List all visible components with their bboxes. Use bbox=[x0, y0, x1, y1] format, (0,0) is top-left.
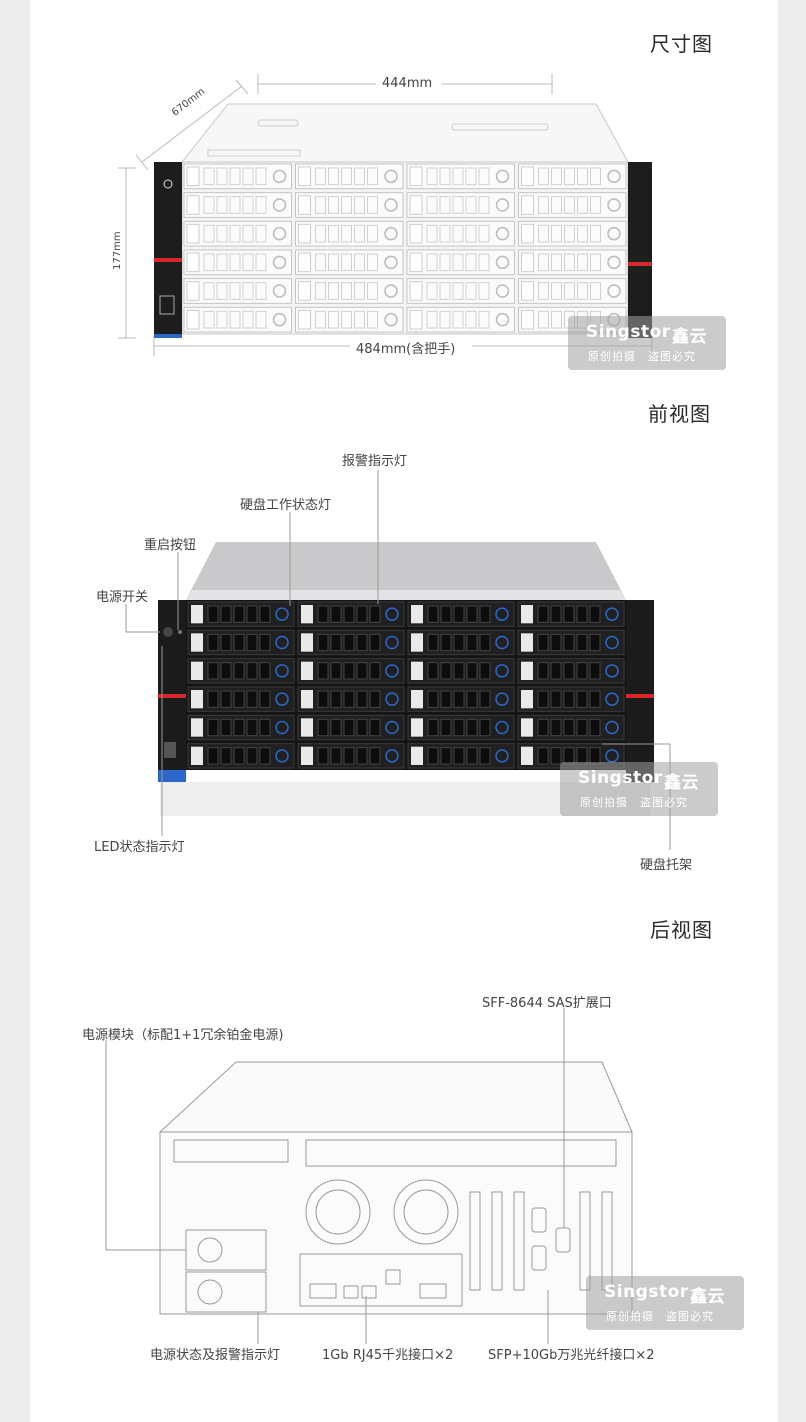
drive-bay bbox=[518, 249, 627, 276]
drive-bay bbox=[406, 306, 515, 333]
watermark-brand-cn: 鑫云 bbox=[690, 1287, 725, 1307]
label-hdd-status-led: 硬盘工作状态灯 bbox=[240, 498, 332, 513]
drive-bay bbox=[183, 249, 292, 276]
drive-bay bbox=[406, 278, 515, 304]
drive-bay bbox=[187, 686, 295, 712]
section-title-rear: 后视图 bbox=[650, 918, 713, 942]
drive-bay bbox=[295, 306, 404, 333]
drive-bay bbox=[295, 163, 404, 190]
watermark-subtitle: 原创拍摄 盗图必究 bbox=[588, 350, 696, 363]
watermark-brand-cn: 鑫云 bbox=[672, 327, 707, 347]
drive-bay bbox=[297, 629, 405, 656]
drive-bay bbox=[295, 192, 404, 218]
drive-bay bbox=[297, 686, 405, 712]
label-led-status: LED状态指示灯 bbox=[94, 840, 185, 855]
drive-bay bbox=[517, 658, 625, 684]
front-view-drawing bbox=[125, 470, 671, 850]
drive-bay bbox=[518, 163, 627, 190]
drive-bay bbox=[183, 192, 292, 218]
dim-width-with-handles: 484mm(含把手) bbox=[356, 342, 456, 357]
drive-bay bbox=[297, 601, 405, 627]
watermark-subtitle: 原创拍摄 盗图必究 bbox=[606, 1310, 714, 1323]
label-psu-module: 电源模块（标配1+1冗余铂金电源) bbox=[82, 1028, 284, 1043]
drive-bay bbox=[517, 686, 625, 712]
watermark-3: Singstor 鑫云 原创拍摄 盗图必究 bbox=[586, 1276, 744, 1330]
drive-bay bbox=[407, 743, 515, 769]
drive-bay bbox=[517, 629, 625, 656]
label-rj45: 1Gb RJ45千兆接口×2 bbox=[322, 1348, 454, 1363]
drive-bay bbox=[406, 163, 515, 190]
drive-bay bbox=[406, 220, 515, 247]
label-sfp: SFP+10Gb万兆光纤接口×2 bbox=[488, 1348, 655, 1363]
drive-bay bbox=[406, 249, 515, 276]
label-drive-tray: 硬盘托架 bbox=[640, 858, 693, 873]
label-sas-expansion: SFF-8644 SAS扩展口 bbox=[482, 996, 612, 1011]
drive-bay bbox=[407, 658, 515, 684]
drive-bay bbox=[518, 192, 627, 218]
drive-bay bbox=[297, 743, 405, 769]
drive-bay bbox=[295, 249, 404, 276]
drive-bay bbox=[183, 306, 292, 333]
drive-bay bbox=[295, 220, 404, 247]
drive-bay bbox=[517, 601, 625, 627]
drive-bay bbox=[407, 601, 515, 627]
rear-view-drawing bbox=[105, 1008, 633, 1344]
drive-bay bbox=[406, 192, 515, 218]
drive-bay bbox=[183, 278, 292, 304]
drive-bay bbox=[517, 714, 625, 741]
section-title-front: 前视图 bbox=[648, 402, 711, 426]
section-title-dimensions: 尺寸图 bbox=[650, 32, 713, 56]
watermark-brand: Singstor bbox=[578, 768, 663, 788]
drive-bay bbox=[407, 686, 515, 712]
drive-bay bbox=[295, 278, 404, 304]
drive-bay bbox=[187, 714, 295, 741]
label-psu-status-led: 电源状态及报警指示灯 bbox=[150, 1348, 281, 1363]
watermark-brand: Singstor bbox=[604, 1282, 689, 1302]
watermark-brand: Singstor bbox=[586, 322, 671, 342]
drive-bay bbox=[187, 601, 295, 627]
drive-bay bbox=[297, 714, 405, 741]
drive-bay bbox=[183, 163, 292, 190]
drive-bay bbox=[187, 658, 295, 684]
dimension-drawing bbox=[118, 74, 653, 356]
watermark-brand-cn: 鑫云 bbox=[664, 773, 699, 793]
drive-bay bbox=[187, 629, 295, 656]
product-page: 尺寸图 bbox=[30, 0, 778, 1422]
watermark-2: Singstor 鑫云 原创拍摄 盗图必究 bbox=[560, 762, 718, 816]
watermark-subtitle: 原创拍摄 盗图必究 bbox=[580, 796, 688, 809]
label-alarm-led: 报警指示灯 bbox=[342, 454, 408, 469]
label-reset-button: 重启按钮 bbox=[144, 538, 197, 553]
label-power-switch: 电源开关 bbox=[96, 590, 149, 605]
drive-bay bbox=[407, 629, 515, 656]
drive-bay bbox=[183, 220, 292, 247]
dim-width: 444mm bbox=[382, 76, 433, 91]
drive-bay bbox=[187, 743, 295, 769]
drive-bay bbox=[297, 658, 405, 684]
watermark-1: Singstor 鑫云 原创拍摄 盗图必究 bbox=[568, 316, 726, 370]
drive-bay bbox=[518, 278, 627, 304]
drive-bay bbox=[518, 220, 627, 247]
drive-bay bbox=[407, 714, 515, 741]
